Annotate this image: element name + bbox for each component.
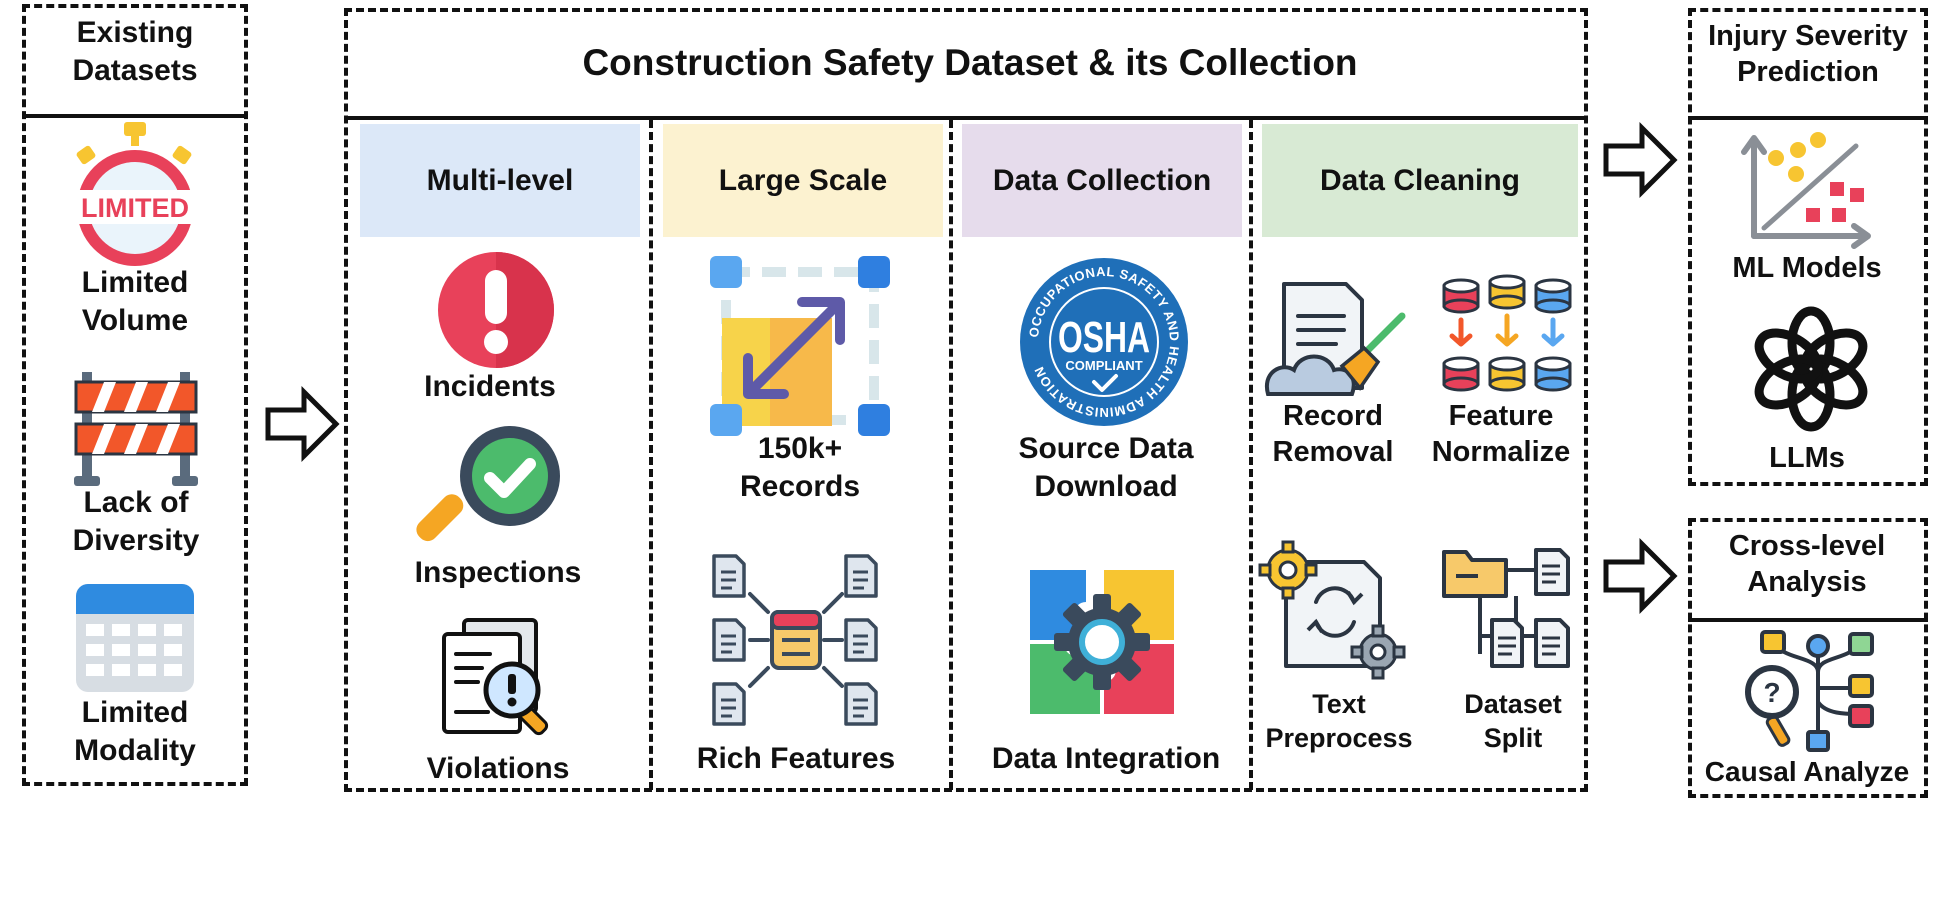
existing-datasets-title: Existing Datasets: [72, 16, 198, 87]
existing-datasets-divider: [22, 114, 248, 118]
llms-label: LLMs: [1769, 442, 1845, 474]
inspections-label: Inspections: [414, 556, 582, 589]
rich-features-label: Rich Features: [696, 742, 896, 775]
ml-models-label: ML Models: [1732, 252, 1882, 284]
causal-analyze-label: Causal Analyze: [1704, 756, 1910, 787]
magnifier-check-icon: [416, 426, 560, 542]
arrow-right-icon: [1603, 121, 1678, 199]
spreadsheet-icon: [76, 584, 194, 692]
column-divider-2: [949, 120, 953, 790]
column-divider-1: [649, 120, 653, 790]
cross-level-analysis-panel: [1688, 518, 1928, 798]
records-count-label: 150k+ Records: [739, 432, 861, 503]
arrow-right-icon: [265, 385, 340, 463]
injury-severity-prediction-title: Injury Severity Prediction: [1708, 20, 1908, 89]
feature-normalize-label: Feature Normalize: [1431, 400, 1571, 469]
osha-seal-icon: OCCUPATIONAL SAFETY AND HEALTH ADMINISTR…: [1020, 258, 1188, 426]
causal-analysis-icon: ?: [1745, 630, 1874, 752]
incidents-label: Incidents: [424, 370, 556, 403]
main-dataset-panel: [344, 8, 1588, 792]
limited-modality-label: Limited Modality: [74, 696, 196, 767]
svg-text:OSHA: OSHA: [1058, 313, 1150, 362]
scatter-plot-icon: [1741, 132, 1871, 249]
injury-severity-prediction-panel: [1688, 8, 1928, 486]
analysis-title-divider: [1688, 618, 1928, 622]
barricade-icon: [74, 372, 198, 486]
rich-features-network-icon: [712, 554, 878, 726]
dataset-split-folder-icon: [1442, 548, 1570, 668]
column-header-data-cleaning: Data Cleaning: [1262, 124, 1578, 237]
violations-label: Violations: [426, 752, 570, 785]
text-preprocess-gears-icon: [1258, 540, 1406, 680]
svg-text:COMPLIANT: COMPLIANT: [1065, 358, 1142, 373]
text-preprocess-label: Text Preprocess: [1265, 689, 1413, 753]
data-integration-label: Data Integration: [991, 742, 1221, 775]
lack-of-diversity-label: Lack of Diversity: [72, 486, 200, 557]
svg-text:LIMITED: LIMITED: [81, 193, 189, 223]
document-broom-icon: [1264, 282, 1406, 396]
column-header-data-collection: Data Collection: [962, 124, 1242, 237]
openai-logo-icon: [1754, 306, 1868, 432]
main-title-divider: [344, 116, 1588, 120]
stopwatch-limited-icon: LIMITED: [70, 122, 200, 266]
column-divider-3: [1249, 120, 1253, 790]
document-alert-icon: [442, 618, 549, 736]
limited-volume-label: Limited Volume: [81, 266, 189, 337]
main-title: Construction Safety Dataset & its Collec…: [582, 42, 1358, 83]
scale-resize-icon: [710, 256, 890, 436]
exclamation-alert-icon: [438, 252, 554, 368]
record-removal-label: Record Removal: [1272, 400, 1394, 469]
prediction-title-divider: [1688, 116, 1928, 120]
cross-level-analysis-title: Cross-level Analysis: [1728, 530, 1886, 599]
column-header-large-scale: Large Scale: [663, 124, 943, 237]
svg-text:?: ?: [1763, 677, 1780, 708]
database-normalize-icon: [1442, 274, 1572, 392]
arrow-right-icon: [1603, 537, 1678, 615]
source-data-download-label: Source Data Download: [1018, 432, 1194, 503]
column-header-multi-level: Multi-level: [360, 124, 640, 237]
puzzle-gear-integration-icon: [1030, 570, 1174, 714]
dataset-split-label: Dataset Split: [1464, 689, 1562, 753]
existing-datasets-panel: [22, 4, 248, 786]
